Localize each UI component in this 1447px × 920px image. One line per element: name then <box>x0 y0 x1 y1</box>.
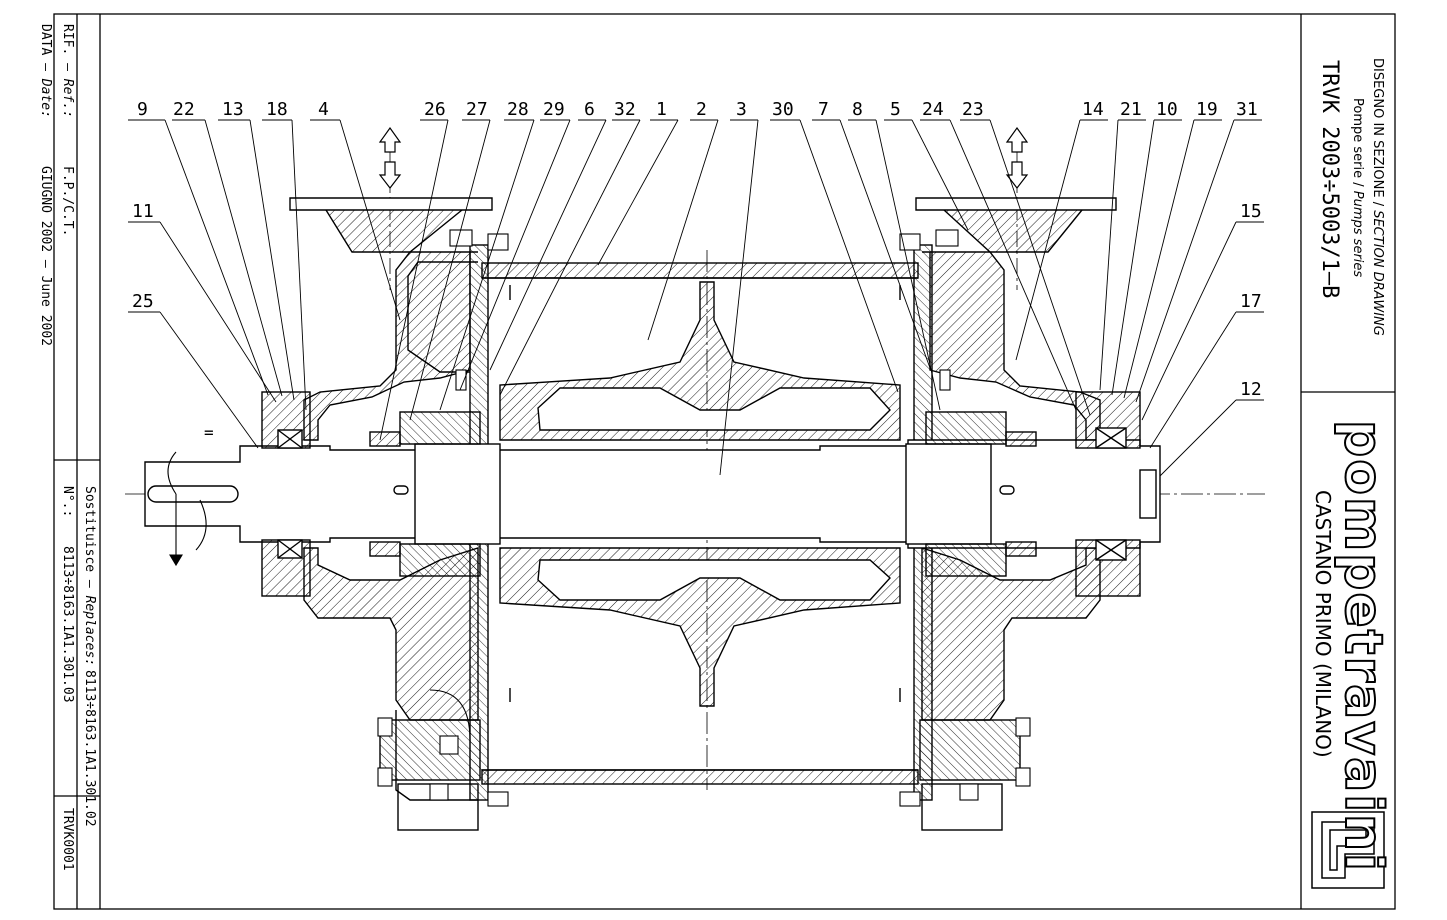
company-logo <box>1311 811 1385 889</box>
n-label: N°.: <box>60 486 75 518</box>
shaft-key <box>147 485 239 503</box>
flow-arrow-right <box>1005 126 1029 189</box>
pump-assembly <box>125 126 1265 831</box>
flow-arrow-left <box>378 126 402 189</box>
callout-5: 5 <box>890 99 901 120</box>
callout-9: 9 <box>137 99 148 120</box>
company-name: pompetravaini <box>1332 419 1394 874</box>
callout-22: 22 <box>173 99 195 120</box>
data-label: DATA – Date: <box>38 24 53 118</box>
packing-right <box>925 411 1007 445</box>
callout-2: 2 <box>696 99 707 120</box>
callout-8: 8 <box>852 99 863 120</box>
callout-29: 29 <box>543 99 565 120</box>
series-title: Pompe serie / Pumps series <box>1350 98 1365 278</box>
sheet-frame <box>53 13 1396 910</box>
callout-25: 25 <box>132 291 154 312</box>
data-value: GIUGNO 2002 – June 2002 <box>38 166 53 347</box>
callout-21: 21 <box>1120 99 1142 120</box>
callout-4: 4 <box>318 99 329 120</box>
callout-18: 18 <box>266 99 288 120</box>
callout-12: 12 <box>1240 379 1262 400</box>
drawing-code: TRVK0001 <box>60 808 75 871</box>
leader-lines <box>128 119 1264 477</box>
rif-label-en: Ref.: <box>60 78 75 118</box>
callout-13: 13 <box>222 99 244 120</box>
callout-30: 30 <box>772 99 794 120</box>
callout-11: 11 <box>132 201 154 222</box>
callout-3: 3 <box>736 99 747 120</box>
callout-7: 7 <box>818 99 829 120</box>
rotation-arrow <box>167 451 207 567</box>
callout-6: 6 <box>584 99 595 120</box>
sost-label: Sostituisce – Replaces: <box>82 486 97 667</box>
callout-1: 1 <box>656 99 667 120</box>
packing-left <box>399 411 481 445</box>
rif-row: RIF. – Ref.: <box>59 24 75 118</box>
callout-17: 17 <box>1240 291 1262 312</box>
rif-label: RIF. – <box>60 24 75 79</box>
callout-23: 23 <box>962 99 984 120</box>
drawing-title: DISEGNO IN SEZIONE / SECTION DRAWING <box>1370 58 1385 336</box>
callouts: 9 22 13 18 4 26 27 28 29 6 32 1 2 3 30 7… <box>132 99 1262 442</box>
callout-24: 24 <box>922 99 944 120</box>
callout-31: 31 <box>1236 99 1258 120</box>
callout-15: 15 <box>1240 201 1262 222</box>
callout-27: 27 <box>466 99 488 120</box>
shaft-sleeve-right <box>905 443 992 545</box>
callout-32: 32 <box>614 99 636 120</box>
flange-left <box>289 197 493 211</box>
bearing-cover-right <box>1139 469 1157 519</box>
callout-26: 26 <box>424 99 446 120</box>
model-number: TRVK 2003÷5003/1–B <box>1317 60 1342 299</box>
rotation-mark: = <box>204 423 214 442</box>
n-value: 8113÷8163.1A1.301.03 <box>60 546 75 703</box>
callout-19: 19 <box>1196 99 1218 120</box>
flange-right <box>943 209 1083 253</box>
callout-10: 10 <box>1156 99 1178 120</box>
head-left <box>303 251 478 441</box>
shaft-sleeve-left <box>414 443 501 545</box>
callout-28: 28 <box>507 99 529 120</box>
tie-bolts <box>377 229 1031 807</box>
sost-value: 8113÷8163.1A1.301.02 <box>82 670 97 827</box>
callout-14: 14 <box>1082 99 1104 120</box>
company-location: CASTANO PRIMO (MILANO) <box>1311 490 1335 758</box>
rif-value: F.P./C.T. <box>60 166 75 237</box>
